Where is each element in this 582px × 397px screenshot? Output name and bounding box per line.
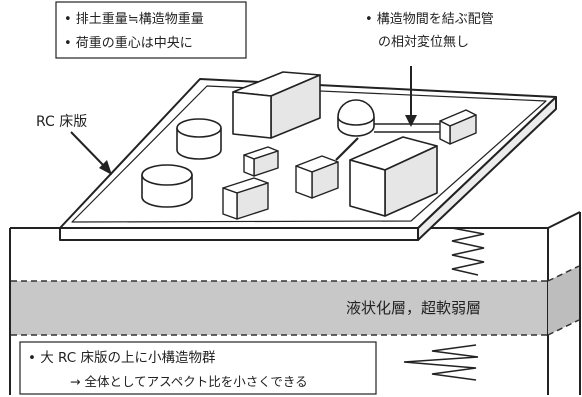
note-bottom-line-2: → 全体としてアスペクト比を小さくできる: [70, 374, 308, 389]
pipe-lower: [335, 137, 359, 161]
arrow-slab-pointer: [70, 131, 112, 175]
layer-label-box: [340, 293, 538, 320]
tank-cylinder-upper: [176, 118, 222, 160]
structure-cube-small-2: [222, 177, 269, 220]
note-top-right-line-2: の相対変位無し: [378, 34, 469, 50]
arrow-pipe-pointer: [405, 66, 417, 127]
structure-cube-medium: [295, 155, 339, 199]
note-top-left-line-2: • 荷重の重心は中央に: [64, 35, 193, 51]
structure-box-large-front: [349, 136, 438, 217]
note-top-right-line-1: • 構造物間を結ぶ配管: [365, 12, 494, 27]
layer-label: 液状化層，超軟弱層: [346, 299, 481, 317]
note-box-bottom: [19, 341, 377, 395]
structure-box-large-back: [232, 71, 321, 139]
note-bottom-line-1: • 大 RC 床版の上に小構造物群: [28, 350, 216, 366]
pipe-horizontal: [374, 123, 442, 133]
tank-cylinder-lower: [141, 164, 193, 208]
structure-cube-right: [439, 109, 477, 145]
wave-upper: [451, 227, 485, 276]
structure-cube-small-1: [243, 146, 279, 177]
slab-label: RC 床版: [36, 114, 87, 130]
tank-round-right: [337, 99, 375, 137]
wave-lower: [403, 344, 479, 381]
note-box-top-left: [55, 1, 247, 59]
note-top-left-line-1: • 排土重量≒構造物重量: [64, 11, 204, 27]
